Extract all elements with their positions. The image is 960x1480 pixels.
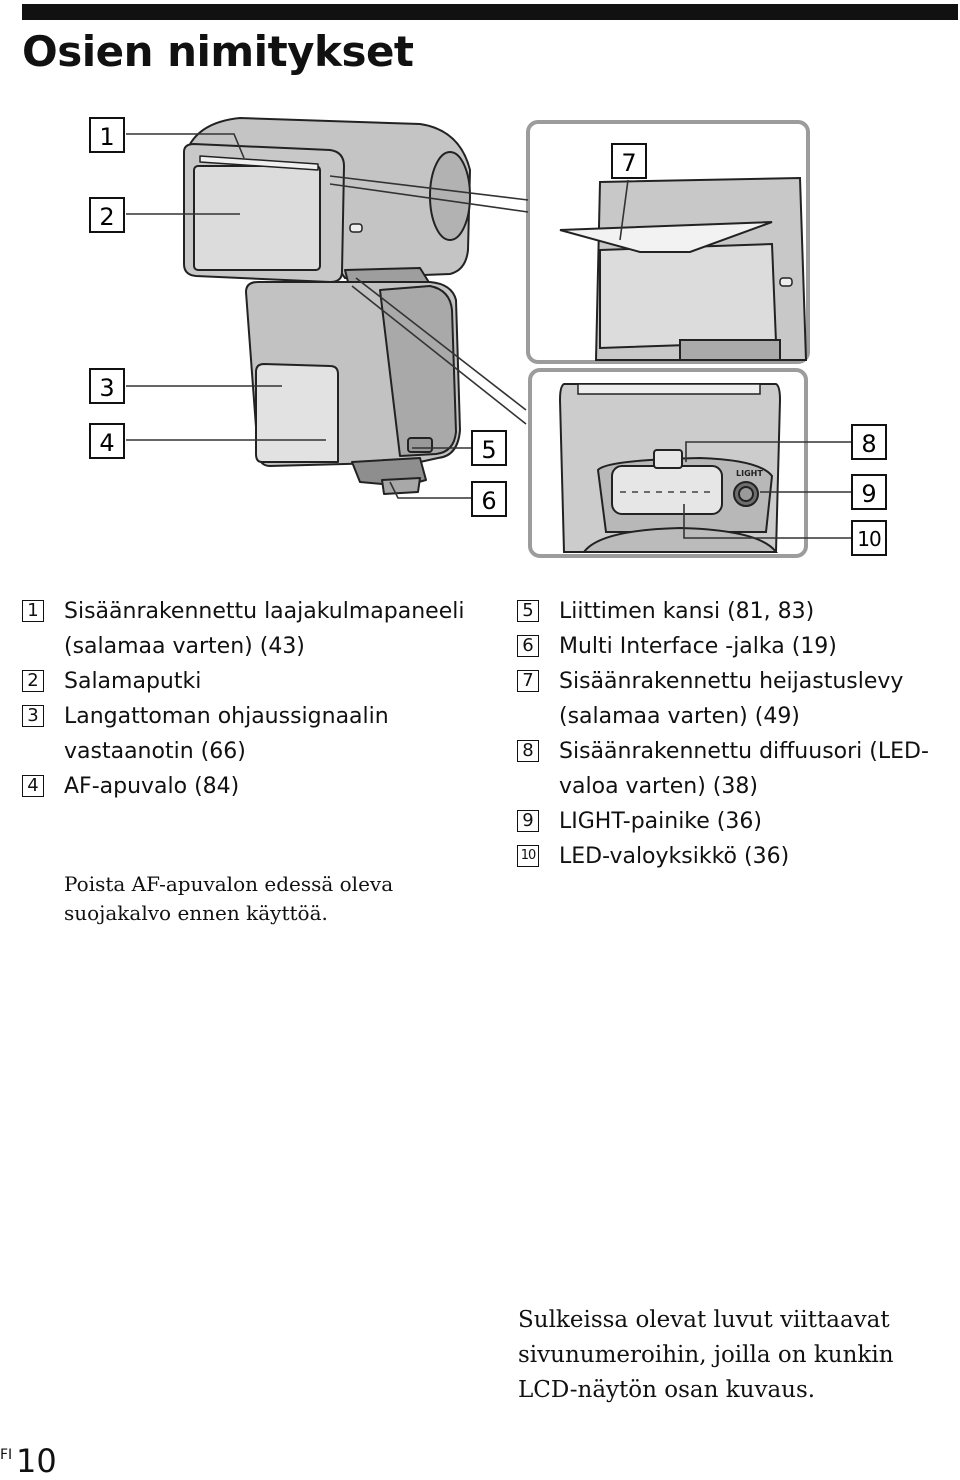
callout-7-text: 7 [621,149,636,177]
part-item-8: 8 Sisäänrakennettu diffuusori (LED-valoa … [517,734,957,804]
page-language-code: FI [0,1447,13,1463]
flash-diagram: LIGHT 1 2 3 4 [89,117,887,558]
callout-1-text: 1 [99,123,114,151]
callout-5-text: 5 [481,436,496,464]
callout-10-text: 10 [857,527,881,551]
part-item-3: 3 Langattoman ohjaussignaalin vastaanotin… [22,699,472,769]
part-number-9: 9 [517,810,539,832]
part-number-2: 2 [22,670,44,692]
part-label-3: Langattoman ohjaussignaalin vastaanotin … [64,704,389,764]
parts-list-right: 5 Liittimen kansi (81, 83) 6 Multi Interfa… [517,594,957,874]
part-item-1: 1 Sisäänrakennettu laajakulmapaneeli (sal… [22,594,472,664]
part-label-10: LED-valoyksikkö (36) [559,844,790,869]
part-number-4: 4 [22,775,44,797]
part-item-6: 6 Multi Interface -jalka (19) [517,629,957,664]
part-label-5: Liittimen kansi (81, 83) [559,599,815,624]
part-label-9: LIGHT-painike (36) [559,809,762,834]
callout-9-text: 9 [861,480,876,508]
callout-6-text: 6 [481,487,496,515]
part-item-2: 2 Salamaputki [22,664,472,699]
af-illuminator-note: Poista AF-apuvalon edessä oleva suojakal… [64,872,394,925]
callout-6: 6 [471,481,507,517]
part-label-6: Multi Interface -jalka (19) [559,634,837,659]
flash-unit-illustration [183,117,471,495]
callout-3: 3 [89,368,125,404]
light-button-label: LIGHT [736,469,763,478]
part-number-1: 1 [22,600,44,622]
part-item-7: 7 Sisäänrakennettu heijastuslevy (salamaa… [517,664,957,734]
callout-9: 9 [851,474,887,510]
part-number-10: 10 [517,845,539,867]
part-number-7: 7 [517,670,539,692]
callout-3-text: 3 [99,374,114,402]
inset-led: LIGHT [528,368,808,558]
part-label-1: Sisäänrakennettu laajakulmapaneeli (sala… [64,599,465,659]
callout-8: 8 [851,424,887,460]
part-label-7: Sisäänrakennettu heijastuslevy (salamaa … [559,669,904,729]
footnote: Sulkeissa olevat luvut viittaavat sivunu… [518,1307,894,1403]
part-number-6: 6 [517,635,539,657]
leader-lines [126,133,852,539]
callout-boxes: 1 2 3 4 5 6 7 8 [89,117,887,556]
part-label-2: Salamaputki [64,669,202,694]
part-item-10: 10 LED-valoyksikkö (36) [517,839,957,874]
callout-7: 7 [611,143,647,179]
top-rule [22,4,958,20]
parts-list-left: 1 Sisäänrakennettu laajakulmapaneeli (sal… [22,594,472,804]
callout-4-text: 4 [99,429,114,457]
callout-1: 1 [89,117,125,153]
part-number-8: 8 [517,740,539,762]
page-title: Osien nimitykset [22,27,414,76]
part-label-8: Sisäänrakennettu diffuusori (LED-valoa v… [559,739,929,799]
callout-4: 4 [89,423,125,459]
page-number: 10 [16,1442,57,1480]
part-item-4: 4 AF-apuvalo (84) [22,769,472,804]
part-label-4: AF-apuvalo (84) [64,774,240,799]
part-number-5: 5 [517,600,539,622]
callout-10: 10 [851,520,887,556]
callout-2: 2 [89,197,125,233]
callout-8-text: 8 [861,430,876,458]
callout-2-text: 2 [99,203,114,231]
callout-5: 5 [471,430,507,466]
part-item-9: 9 LIGHT-painike (36) [517,804,957,839]
part-item-5: 5 Liittimen kansi (81, 83) [517,594,957,629]
part-number-3: 3 [22,705,44,727]
inset-reflector [526,120,810,364]
